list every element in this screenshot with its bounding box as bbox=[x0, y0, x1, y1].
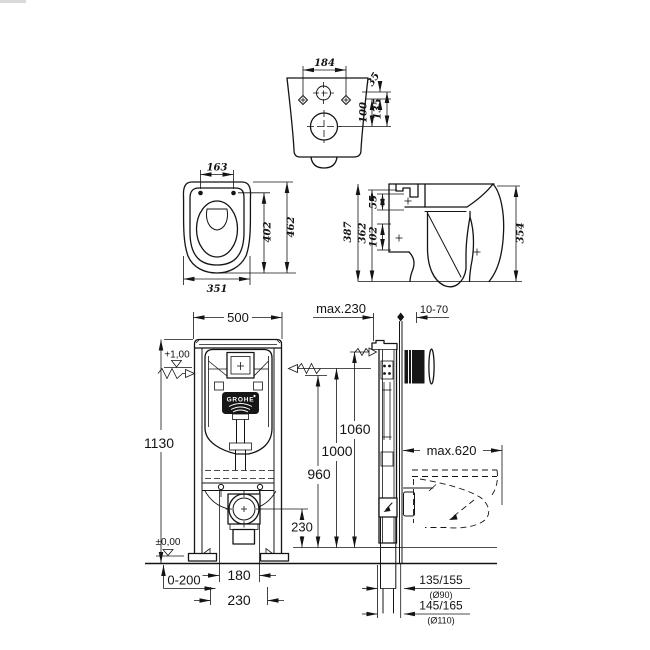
side-dim-362-label: 362 bbox=[358, 223, 369, 244]
top-dim-351-label: 351 bbox=[207, 284, 228, 295]
flush-plate-disc bbox=[428, 348, 435, 385]
cistern bbox=[204, 348, 273, 455]
flush-plate-recess bbox=[404, 350, 425, 384]
frame-dia-110-label: (Ø110) bbox=[427, 616, 454, 626]
frame-dim-230-outlet-label: 230 bbox=[291, 520, 313, 535]
wall-marker-diamond bbox=[397, 312, 405, 322]
frame-dim-135-155-label: 135/155 bbox=[419, 573, 463, 587]
frame-dim-10-70-label: 10-70 bbox=[420, 304, 448, 316]
rear-dim-100-label: 100 bbox=[359, 102, 370, 123]
foot-left bbox=[187, 552, 218, 562]
top-dim-402-label: 402 bbox=[263, 222, 274, 243]
registered-dot bbox=[253, 394, 256, 398]
frame-dim-1000-label: 1000 bbox=[321, 443, 352, 459]
outlet-connector bbox=[232, 528, 256, 545]
side-dim-102-label: 102 bbox=[369, 227, 380, 248]
frame-front-view: GROHE bbox=[144, 301, 497, 608]
frame-dim-230-bottom-label: 230 bbox=[227, 592, 251, 608]
top-dim-163-label: 163 bbox=[207, 163, 228, 174]
grohe-logo: GROHE bbox=[222, 392, 259, 414]
frame-dim-1060-label: 1060 bbox=[339, 421, 370, 437]
seat-rim bbox=[189, 187, 245, 266]
frame-dim-180-label: 180 bbox=[227, 567, 251, 583]
fixing-dot-right bbox=[231, 190, 236, 196]
frame-dim-145-165-label: 145/165 bbox=[419, 599, 463, 613]
top-dim-462-label: 462 bbox=[286, 217, 297, 238]
frame-dim-1130-label: 1130 bbox=[144, 435, 174, 451]
bowl-profile bbox=[426, 210, 471, 288]
frame-dim-500-label: 500 bbox=[227, 310, 249, 325]
water-surface bbox=[206, 208, 228, 231]
bowl-opening bbox=[195, 200, 239, 258]
frame-dim-0-200-label: 0-200 bbox=[167, 573, 200, 588]
side-dim-354-label: 354 bbox=[516, 223, 527, 244]
mounting-box bbox=[403, 491, 415, 517]
side-dim-55-label: 55 bbox=[369, 195, 380, 209]
rear-dim-135-label: 135 bbox=[373, 99, 384, 120]
toilet-side-view: 387 362 55 102 354 bbox=[343, 183, 527, 288]
fixing-dot-left bbox=[198, 190, 203, 196]
rear-dim-width-label: 184 bbox=[314, 58, 335, 69]
frame-side-view: 10-70 max.620 135/ bbox=[362, 304, 503, 626]
scan-artifact bbox=[0, 0, 26, 3]
level-zero-label: ±0,00 bbox=[156, 537, 181, 548]
foot-right bbox=[259, 552, 290, 562]
toilet-outline-dashed bbox=[412, 469, 498, 529]
frame-dim-max230-label: max.230 bbox=[316, 301, 366, 316]
toilet-top-view: 163 402 462 351 bbox=[182, 163, 297, 295]
outlet-bump bbox=[310, 156, 338, 169]
frame-dim-960-label: 960 bbox=[307, 466, 331, 482]
level-plus100-label: +1,00 bbox=[164, 350, 190, 361]
inlet-connector bbox=[395, 183, 419, 198]
frame-dim-max620-label: max.620 bbox=[427, 443, 477, 458]
side-dim-387-label: 387 bbox=[343, 222, 354, 243]
grohe-logo-text: GROHE bbox=[227, 397, 255, 404]
frame-dia-90-label: (Ø90) bbox=[429, 590, 452, 600]
toilet-rear-view: 184 35 100 135 bbox=[286, 58, 391, 169]
rear-cowl bbox=[488, 183, 505, 283]
